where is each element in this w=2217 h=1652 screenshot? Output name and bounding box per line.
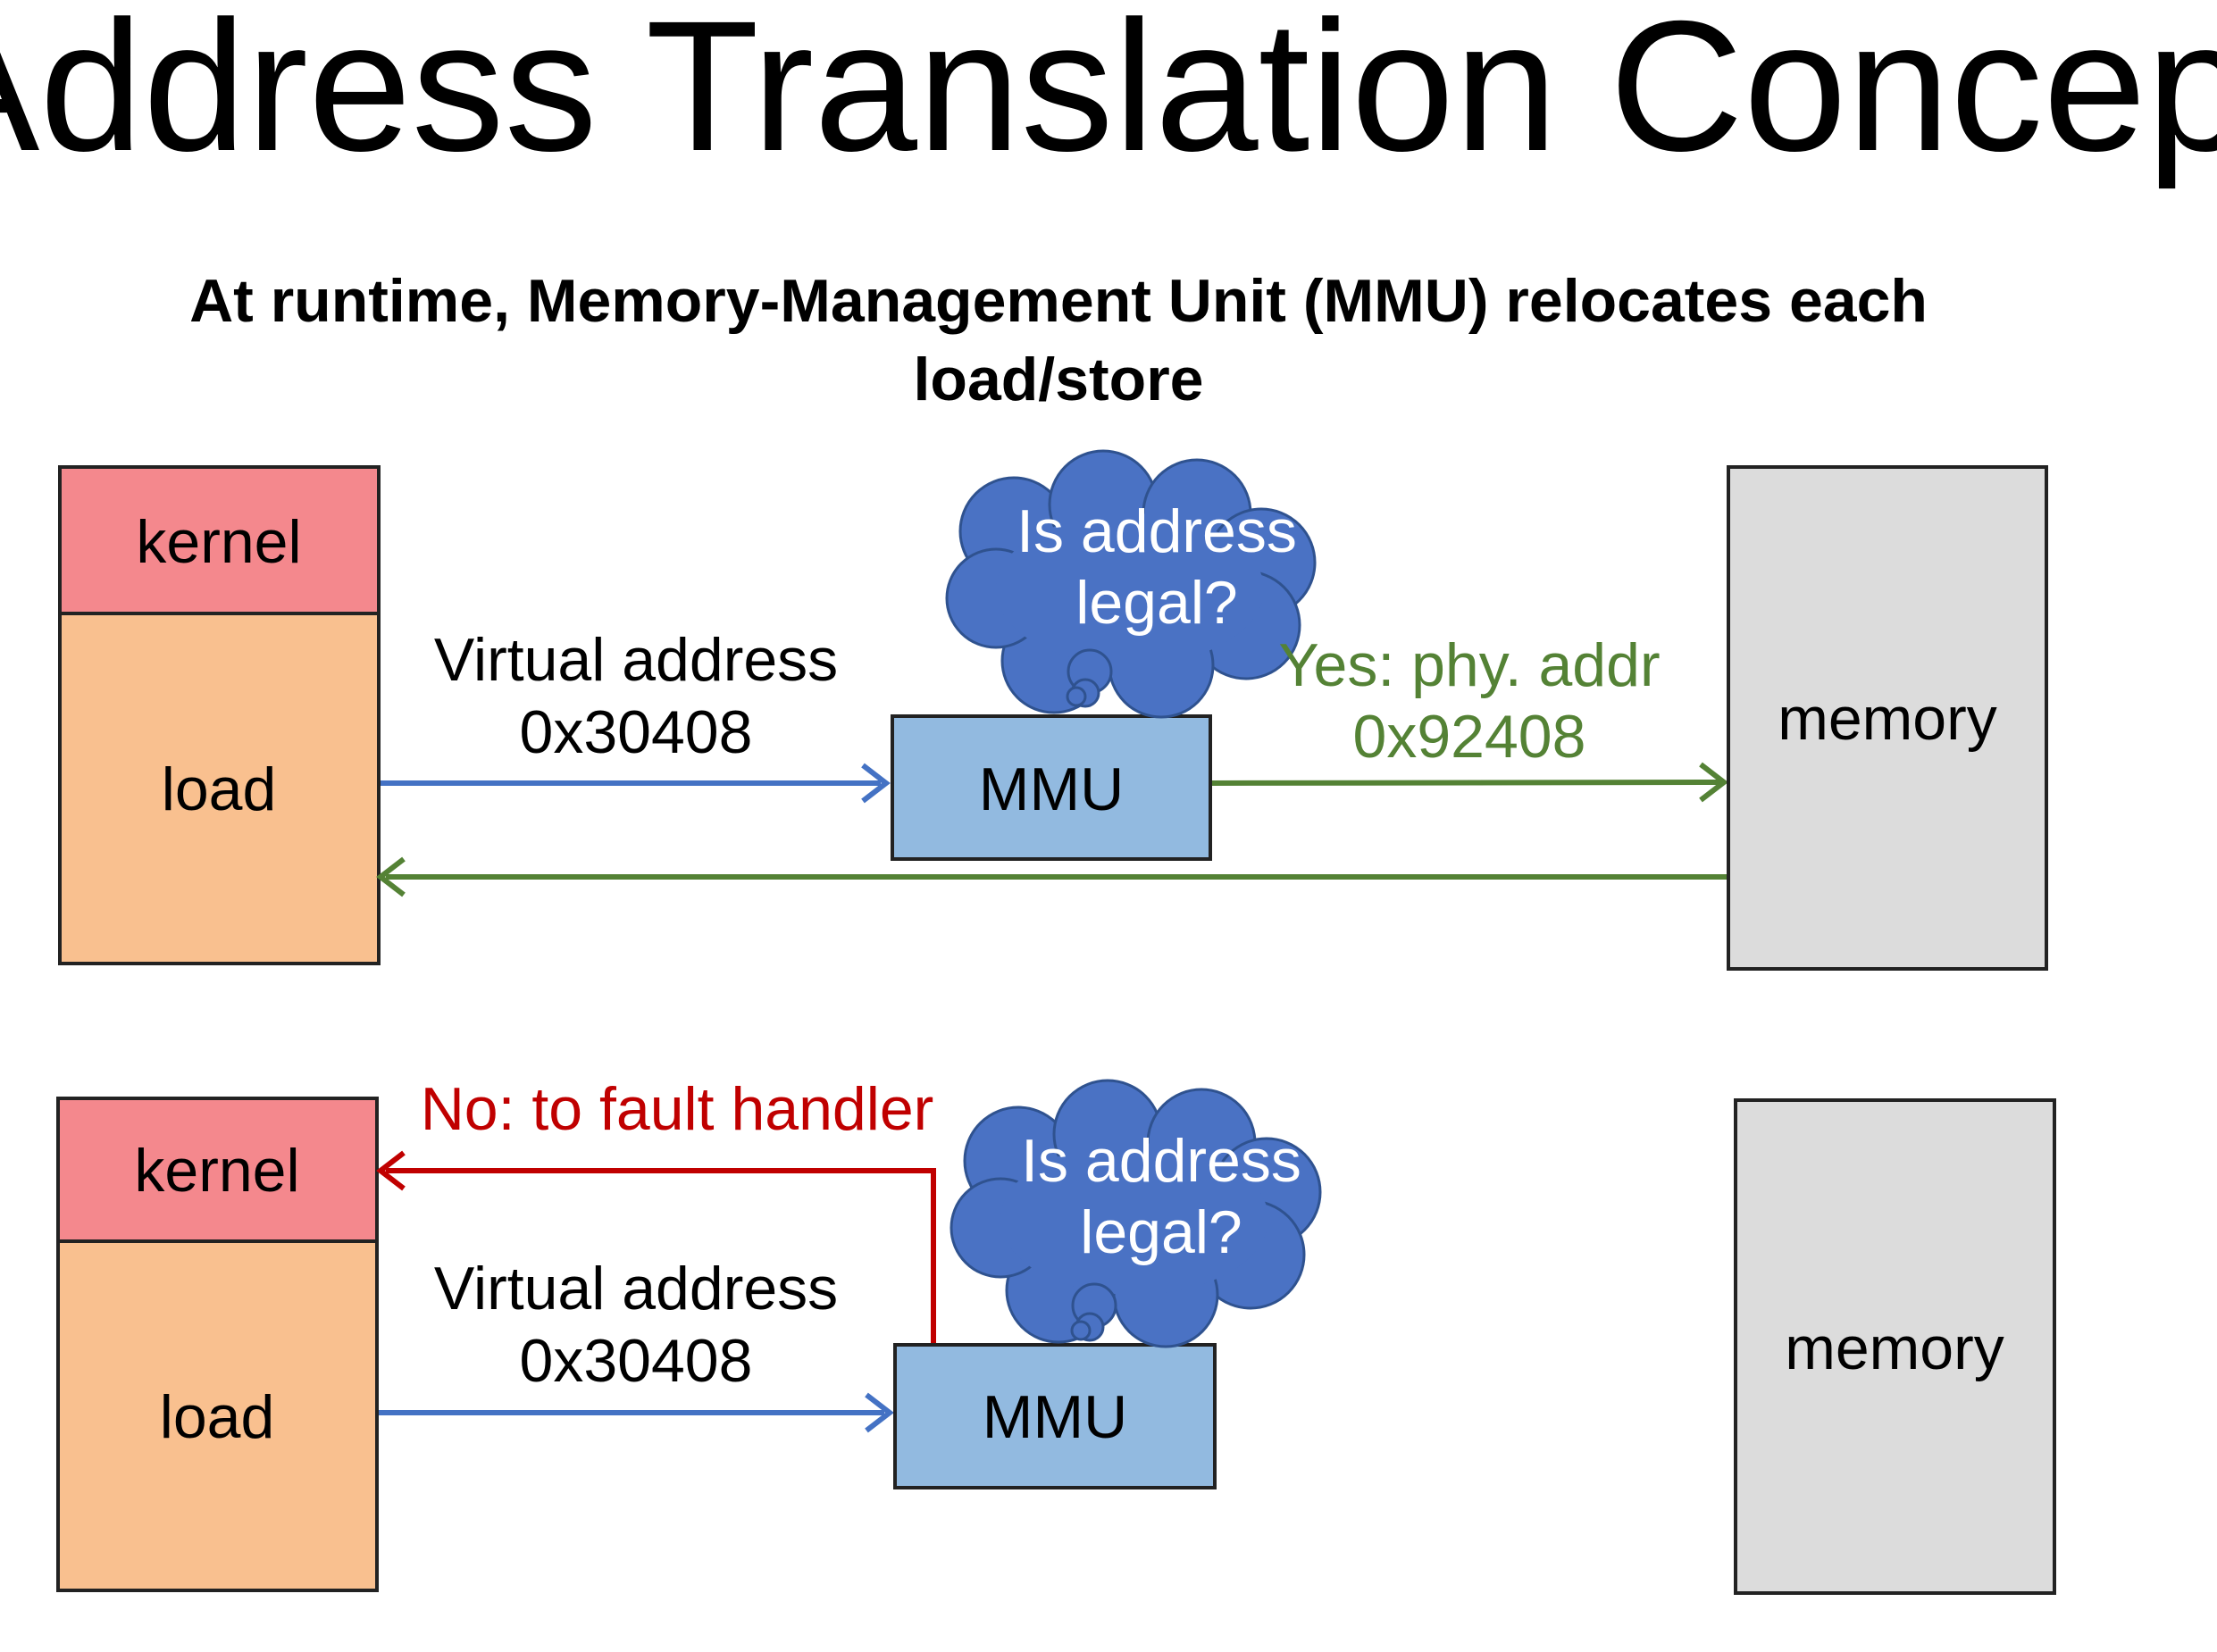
top-virtual-label-2: 0x30408	[520, 698, 753, 766]
top-kernel-label: kernel	[136, 508, 301, 576]
bottom-memory-label: memory	[1785, 1314, 2004, 1382]
bottom-fault-arrow	[386, 1168, 936, 1347]
bottom-load-block	[56, 1239, 379, 1592]
subtitle-line-1: At runtime, Memory-Management Unit (MMU)…	[189, 267, 1928, 335]
bottom-cloud-text-2: legal?	[1080, 1198, 1242, 1266]
top-kernel-block	[58, 465, 381, 615]
bottom-fault-arrowhead	[376, 1150, 406, 1191]
bottom-fault-label: No: to fault handler	[421, 1075, 934, 1143]
bottom-cloud-text-1: Is address	[1021, 1127, 1301, 1195]
top-virtual-arrowhead	[861, 763, 891, 804]
bottom-diagram: kernel load No: to fault handler Virtual…	[56, 1075, 2056, 1595]
bottom-mmu-box	[893, 1343, 1217, 1489]
top-yes-label-2: 0x92408	[1353, 703, 1586, 771]
top-cloud-text-2: legal?	[1075, 569, 1238, 637]
subtitle-line-2: load/store	[914, 346, 1204, 413]
bottom-load-label: load	[160, 1383, 275, 1451]
bottom-kernel-label: kernel	[134, 1137, 299, 1205]
bottom-memory-block	[1734, 1098, 2056, 1595]
top-memory-label: memory	[1778, 685, 1997, 753]
bottom-kernel-block	[56, 1097, 379, 1243]
bottom-thought-cloud	[950, 1079, 1322, 1348]
top-load-block	[58, 612, 381, 965]
top-mmu-label: MMU	[979, 755, 1124, 823]
top-memory-block	[1727, 465, 2048, 971]
top-virtual-label-1: Virtual address	[434, 626, 838, 694]
top-thought-cloud	[945, 449, 1317, 719]
bottom-virtual-label-1: Virtual address	[434, 1255, 838, 1322]
top-diagram: kernel load Virtual address 0x30408 MMU …	[58, 449, 2048, 971]
top-yes-arrow	[1211, 780, 1720, 786]
bottom-virtual-label-2: 0x30408	[520, 1327, 753, 1395]
top-return-arrowhead	[376, 856, 406, 897]
top-cloud-text-1: Is address	[1016, 497, 1297, 565]
top-yes-label-1: Yes: phy. addr	[1278, 631, 1660, 699]
page-title: Address Translation Concept	[0, 0, 2217, 190]
top-yes-arrowhead	[1699, 762, 1728, 803]
top-load-label: load	[162, 755, 277, 823]
top-mmu-box	[891, 714, 1212, 861]
bottom-virtual-arrowhead	[865, 1392, 894, 1433]
bottom-mmu-label: MMU	[983, 1383, 1127, 1451]
